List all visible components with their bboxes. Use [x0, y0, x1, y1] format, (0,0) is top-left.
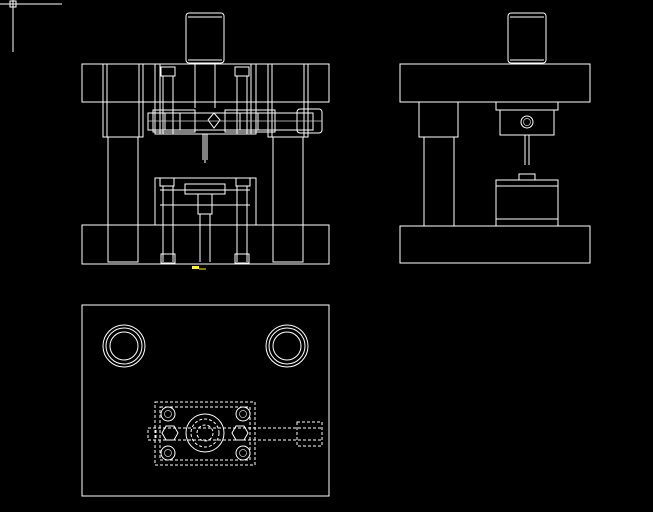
plan-bolt-top-left: [160, 406, 176, 422]
side-upper-plate: [399, 63, 591, 103]
plan-bolt-bottom-right: [235, 445, 251, 461]
right-guide-pillar: [267, 63, 309, 263]
plan-nut-left: [161, 425, 179, 441]
plan-bolt-bottom-left: [160, 445, 176, 461]
side-elevation-view: [399, 12, 591, 264]
lower-die-assembly: [154, 177, 257, 264]
right-guide-bushing: [265, 324, 309, 368]
upper-die-plate: [81, 63, 330, 103]
left-guide-pillar: [102, 63, 144, 263]
plan-nut-right: [231, 425, 249, 441]
top-cylinder: [185, 12, 225, 64]
upper-die-assembly: [154, 63, 257, 163]
side-upper-die: [495, 101, 559, 165]
side-lower-plate: [399, 225, 591, 264]
left-guide-bushing: [102, 324, 146, 368]
lower-base-plate: [81, 224, 330, 265]
ucs-crosshair-icon: [0, 0, 62, 52]
side-lower-die: [495, 173, 559, 227]
side-top-cylinder: [507, 12, 547, 64]
plan-bolt-top-right: [235, 406, 251, 422]
side-guide-pillar: [418, 101, 459, 227]
side-slide-cylinder: [147, 108, 323, 134]
plan-base-plate: [81, 304, 330, 497]
front-elevation-view: [81, 12, 330, 270]
dimension-marker: [192, 266, 206, 270]
plan-view: [81, 304, 330, 497]
plan-die-block: [147, 401, 323, 466]
